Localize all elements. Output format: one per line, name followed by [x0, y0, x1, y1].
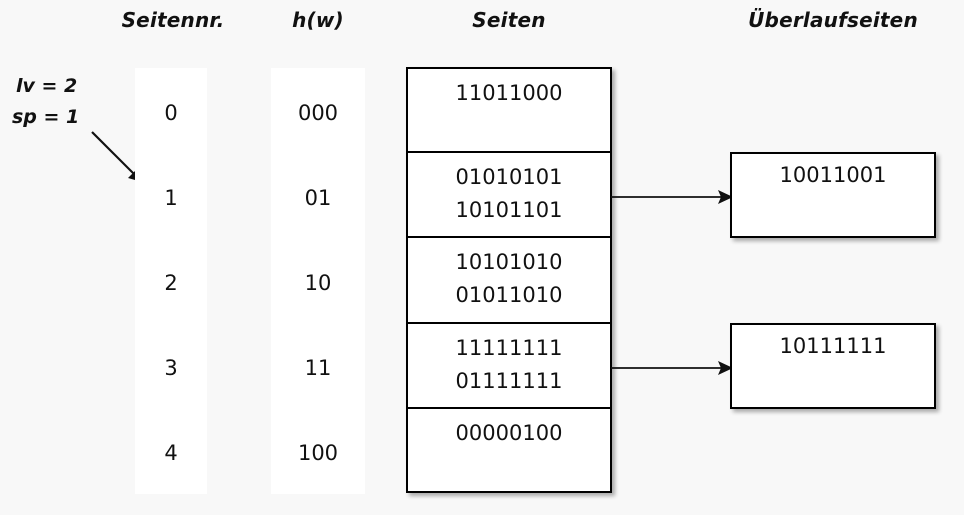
- seiten-entry: 01011010: [455, 282, 563, 307]
- column-header-seitennr: Seitennr.: [121, 8, 225, 32]
- cell-seitennr-4: 4: [164, 441, 178, 465]
- seiten-row-1: 01010101 10101101: [408, 153, 610, 238]
- parameter-lv: lv = 2: [16, 75, 78, 97]
- seiten-row-2: 10101010 01011010: [408, 238, 610, 324]
- column-header-hash-function: h(w): [292, 8, 344, 32]
- seiten-entry: 01111111: [455, 368, 563, 393]
- seiten-row-3: 11111111 01111111: [408, 324, 610, 409]
- seiten-entry: 11111111: [455, 336, 563, 360]
- seiten-row-0: 11011000: [408, 69, 610, 153]
- seiten-table: 11011000 01010101 10101101 10101010 0101…: [406, 67, 612, 493]
- cell-hash-2: 10: [304, 271, 332, 295]
- overflow-entry: 10111111: [779, 334, 887, 358]
- cell-hash-1: 01: [304, 186, 332, 210]
- column-header-seiten: Seiten: [472, 8, 546, 32]
- cell-seitennr-3: 3: [164, 356, 178, 380]
- cell-hash-4: 100: [297, 441, 339, 465]
- overflow-arrow-icon-0: [611, 190, 733, 204]
- cell-hash-0: 000: [297, 101, 339, 125]
- seiten-entry: 11011000: [455, 81, 563, 105]
- column-header-ueberlaufseiten: Überlaufseiten: [748, 8, 918, 32]
- parameter-sp: sp = 1: [12, 106, 80, 128]
- seiten-entry: 00000100: [455, 421, 563, 445]
- seiten-row-4: 00000100: [408, 409, 610, 491]
- column-strip-seitennr: [135, 68, 207, 494]
- column-strip-hash: [271, 68, 365, 494]
- cell-seitennr-1: 1: [164, 186, 178, 210]
- seiten-entry: 01010101: [455, 165, 563, 189]
- cell-seitennr-0: 0: [164, 101, 178, 125]
- overflow-arrow-icon-1: [611, 361, 733, 375]
- overflow-page-0: 10011001: [730, 152, 936, 238]
- seiten-entry: 10101101: [455, 197, 563, 222]
- cell-seitennr-2: 2: [164, 271, 178, 295]
- overflow-entry: 10011001: [779, 163, 887, 187]
- cell-hash-3: 11: [304, 356, 332, 380]
- seiten-entry: 10101010: [455, 250, 563, 274]
- overflow-page-1: 10111111: [730, 323, 936, 409]
